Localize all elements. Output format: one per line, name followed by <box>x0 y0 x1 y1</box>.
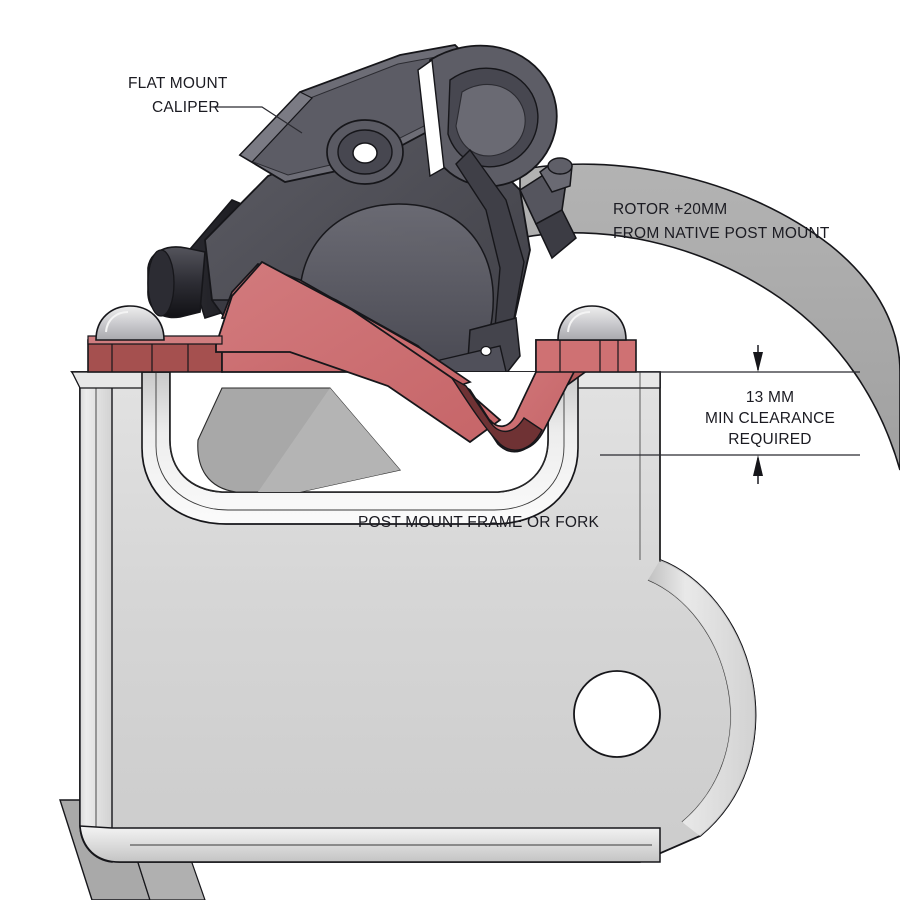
label-rotor-offset: ROTOR +20MM FROM NATIVE POST MOUNT <box>613 201 830 242</box>
frame-label: POST MOUNT FRAME OR FORK <box>358 514 600 531</box>
caliper-leader-line <box>213 106 303 134</box>
dimension-arrow-top <box>753 352 763 372</box>
label-flat-mount-caliper: FLAT MOUNT CALIPER <box>128 75 228 116</box>
mounting-bolt-right <box>557 305 627 341</box>
clearance-label-line2: MIN CLEARANCE <box>705 410 835 427</box>
adapter-bracket <box>87 260 637 453</box>
caliper-bolt-boss <box>326 119 404 185</box>
hose-fitting <box>518 157 577 260</box>
clearance-label-line3: REQUIRED <box>728 431 811 448</box>
dimension-arrow-bottom <box>753 455 763 476</box>
rotor-label-line1: ROTOR +20MM <box>613 201 727 218</box>
label-min-clearance: 13 MM MIN CLEARANCE REQUIRED <box>705 389 835 448</box>
caliper-label-line2: CALIPER <box>152 99 220 116</box>
clearance-value: 13 MM <box>746 389 794 406</box>
caliper-label-line1: FLAT MOUNT <box>128 75 228 92</box>
post-mount-frame-or-fork <box>70 371 757 863</box>
mounting-bolt-left <box>95 305 165 341</box>
axle-hole <box>573 670 661 758</box>
label-post-mount-frame: POST MOUNT FRAME OR FORK <box>358 514 600 531</box>
rotor-label-line2: FROM NATIVE POST MOUNT <box>613 225 830 242</box>
clearance-dimension <box>600 345 860 484</box>
